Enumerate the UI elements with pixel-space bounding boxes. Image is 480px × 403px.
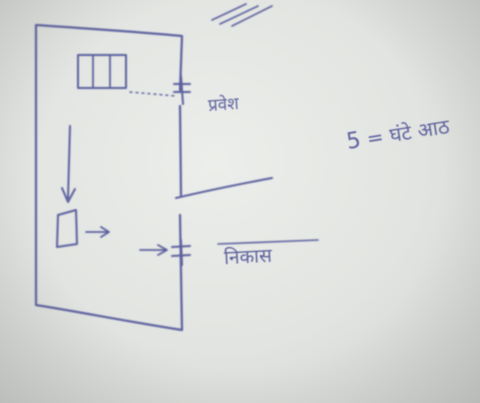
time-separator: = bbox=[364, 124, 386, 151]
door-arrow bbox=[85, 226, 110, 238]
entry-marker bbox=[173, 75, 191, 105]
door-icon bbox=[56, 209, 78, 248]
entry-label: प्रवेश bbox=[207, 93, 240, 117]
exit-arrow bbox=[139, 244, 168, 256]
building-outline bbox=[34, 23, 184, 332]
exit-label: निकास bbox=[223, 244, 273, 270]
exit-underline bbox=[217, 239, 319, 245]
window-dotted-line bbox=[129, 91, 177, 97]
corner-scribble bbox=[211, 3, 273, 27]
window-icon bbox=[77, 54, 127, 89]
exit-marker bbox=[171, 239, 191, 266]
time-number: 5 bbox=[344, 128, 363, 155]
wall-extension-line bbox=[175, 177, 273, 199]
downward-arrow bbox=[61, 125, 76, 203]
